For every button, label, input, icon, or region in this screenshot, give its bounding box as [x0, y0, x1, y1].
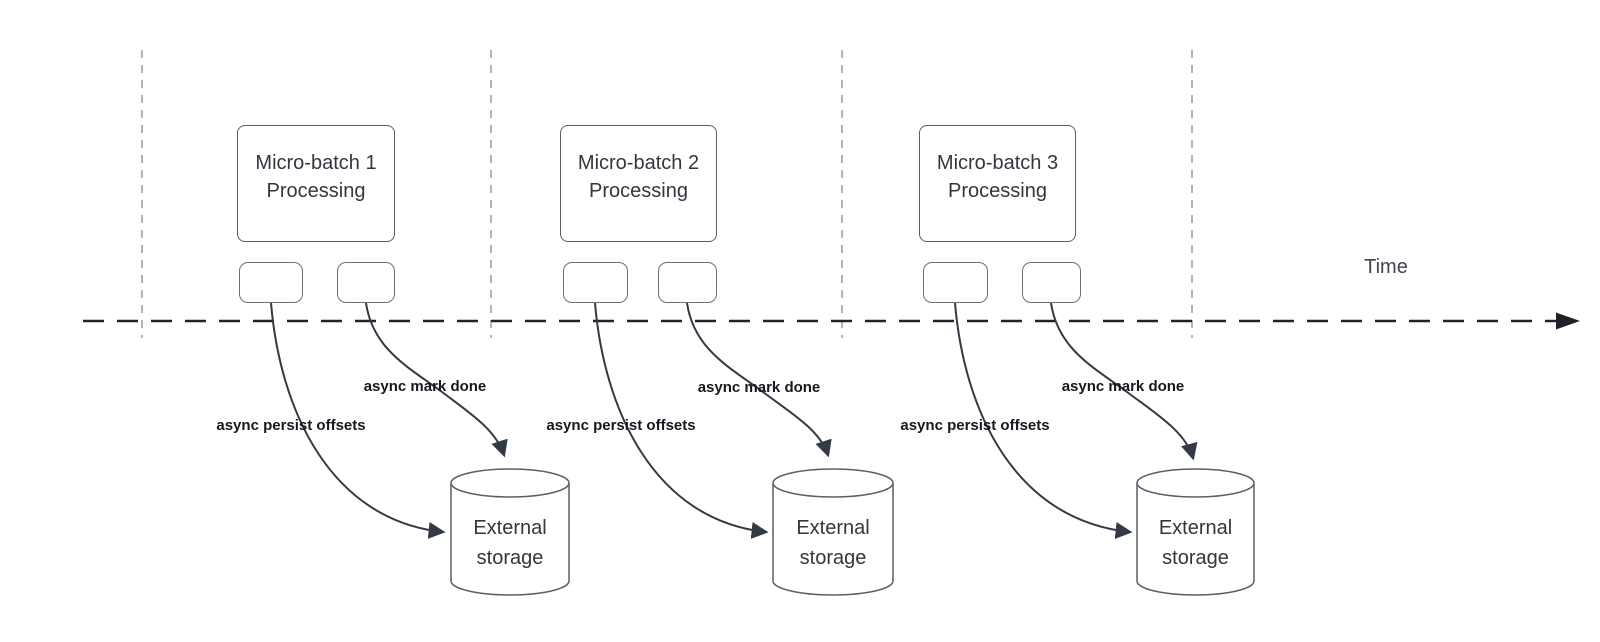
- mark-done-task-box-2: [658, 262, 717, 303]
- persist-offsets-task-box-2: [563, 262, 628, 303]
- mark-done-task-box-3: [1022, 262, 1081, 303]
- micro-batch-box-2: Micro-batch 2 Processing: [560, 125, 717, 242]
- time-axis-label: Time: [1364, 256, 1408, 278]
- storage-cylinder-1: [450, 468, 570, 596]
- persist-offsets-task-box-1: [239, 262, 303, 303]
- persist-offsets-arrow-3: [954, 302, 1133, 539]
- mark-done-label-2: async mark done: [697, 379, 821, 396]
- storage-cylinder-3: [1136, 468, 1255, 596]
- storage-cylinder-2: [772, 468, 894, 596]
- persist-offsets-label-2: async persist offsets: [546, 417, 696, 434]
- mark-done-label-1: async mark done: [363, 378, 487, 395]
- time-axis-arrowhead-icon: [1556, 312, 1580, 330]
- micro-batch-box-2-label: Micro-batch 2 Processing: [577, 151, 700, 202]
- micro-batch-box-1-label: Micro-batch 1 Processing: [255, 151, 377, 202]
- micro-batch-box-3: Micro-batch 3 Processing: [919, 125, 1076, 242]
- storage-label-3: External storage: [1158, 517, 1233, 569]
- mark-done-arrow-1: [365, 302, 508, 458]
- persist-offsets-arrow-1: [270, 302, 446, 539]
- mark-done-label-3: async mark done: [1061, 378, 1185, 395]
- mark-done-arrow-3: [1050, 302, 1198, 461]
- micro-batch-box-3-label: Micro-batch 3 Processing: [936, 151, 1059, 202]
- persist-offsets-arrow-2: [594, 302, 769, 539]
- micro-batch-box-1: Micro-batch 1 Processing: [237, 125, 395, 242]
- persist-offsets-label-1: async persist offsets: [216, 417, 366, 434]
- persist-offsets-label-3: async persist offsets: [900, 417, 1050, 434]
- persist-offsets-task-box-3: [923, 262, 988, 303]
- mark-done-arrow-2: [686, 302, 832, 458]
- storage-label-1: External storage: [473, 517, 547, 569]
- storage-label-2: External storage: [796, 517, 870, 569]
- mark-done-task-box-1: [337, 262, 395, 303]
